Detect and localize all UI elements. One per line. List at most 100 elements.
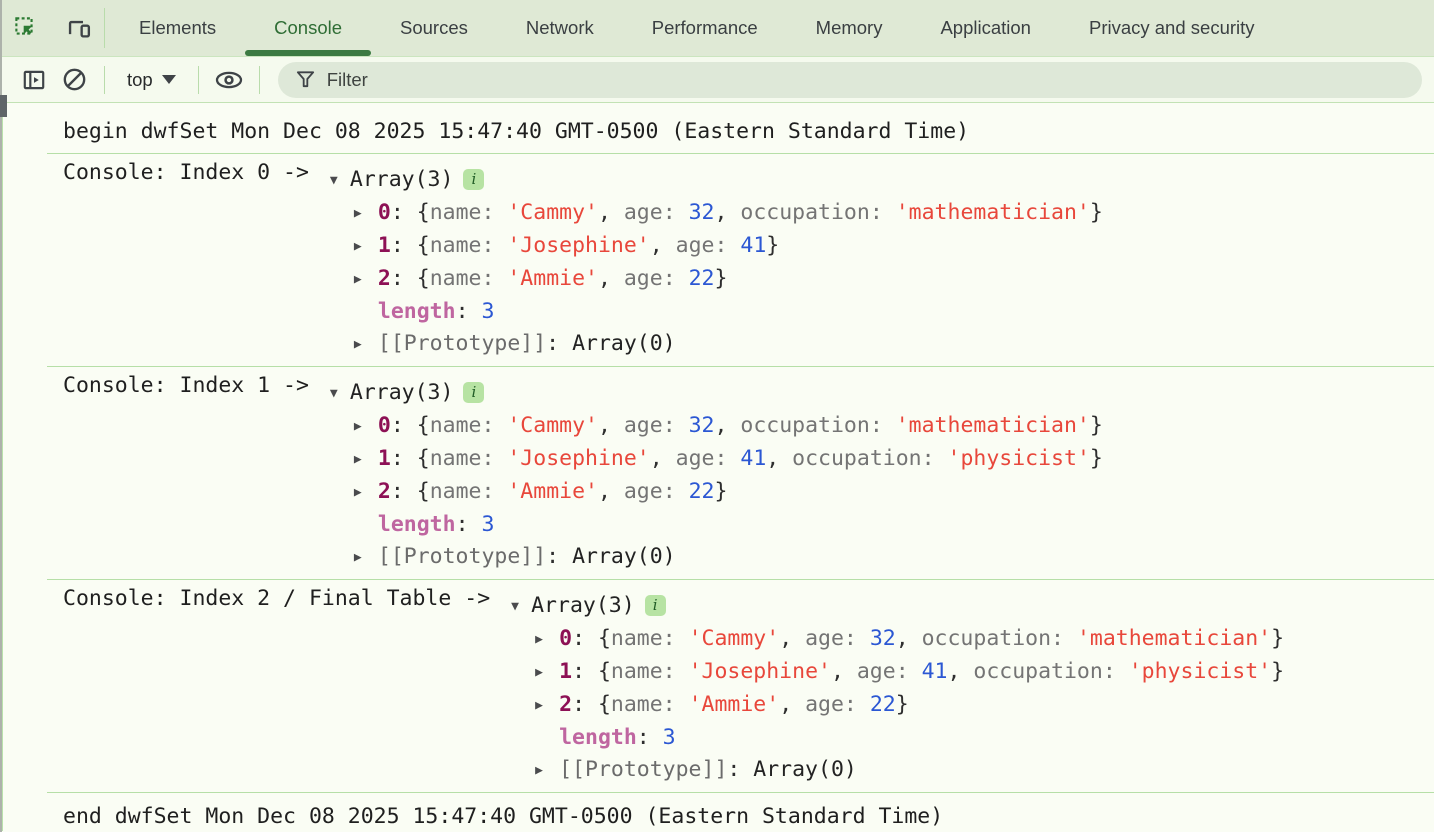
colon: :: [390, 200, 417, 225]
clear-console-button[interactable]: [54, 62, 94, 98]
colon: :: [572, 659, 598, 684]
expand-caret-icon[interactable]: ▶: [353, 452, 362, 467]
property-value: 32: [688, 200, 715, 225]
expand-caret-icon[interactable]: ▶: [353, 419, 362, 434]
separator: [258, 65, 260, 94]
scrollbar-nub[interactable]: [0, 95, 7, 117]
brace: {: [416, 200, 430, 225]
tab-label: Sources: [400, 17, 468, 38]
array-root-line: ▼Array(3)i: [330, 164, 1103, 197]
filter-pill: [277, 61, 1422, 98]
property-value: 32: [688, 413, 715, 438]
array-root-line: ▼Array(3)i: [511, 590, 1284, 623]
property-key: age:: [856, 659, 922, 684]
filter-input[interactable]: [326, 68, 1422, 91]
brace: }: [766, 233, 780, 258]
property-key: name:: [429, 233, 508, 258]
inspect-element-button[interactable]: [0, 0, 52, 56]
array-children: ▶0: {name: 'Cammy', age: 32, occupation:…: [330, 410, 1103, 574]
sidebar-toggle-icon: [23, 70, 45, 89]
brace: }: [714, 479, 728, 504]
toggle-console-sidebar-button[interactable]: [14, 62, 54, 98]
property-key: age:: [623, 266, 689, 291]
tab-network[interactable]: Network: [497, 0, 623, 56]
window-left-edge: [0, 0, 2, 832]
javascript-context-selector[interactable]: top: [115, 69, 188, 91]
array-item-line: ▶0: {name: 'Cammy', age: 32, occupation:…: [354, 197, 1103, 230]
expand-caret-icon[interactable]: ▶: [353, 239, 362, 254]
comma: ,: [597, 413, 624, 438]
property-value: 22: [869, 692, 896, 717]
property-key: occupation:: [740, 200, 896, 225]
tab-sources[interactable]: Sources: [371, 0, 497, 56]
prototype-key: [[Prototype]]: [559, 757, 728, 782]
tab-label: Elements: [139, 17, 217, 38]
array-children: ▶0: {name: 'Cammy', age: 32, occupation:…: [511, 623, 1284, 787]
collapse-caret-icon[interactable]: ▼: [329, 386, 338, 401]
property-value: 'mathematician': [895, 200, 1090, 225]
expand-caret-icon[interactable]: ▶: [535, 763, 543, 778]
tab-application[interactable]: Application: [911, 0, 1060, 56]
colon: :: [572, 692, 598, 717]
array-index: 0: [377, 413, 391, 438]
collapse-caret-icon[interactable]: ▼: [329, 173, 338, 188]
expand-caret-icon[interactable]: ▶: [353, 485, 362, 500]
tab-console[interactable]: Console: [245, 0, 371, 56]
console-message: begin dwfSet Mon Dec 08 2025 15:47:40 GM…: [47, 103, 1434, 153]
expand-caret-icon[interactable]: ▶: [353, 272, 362, 287]
brace: {: [416, 479, 430, 504]
array-index: 1: [377, 446, 391, 471]
expand-caret-icon[interactable]: ▶: [353, 337, 362, 352]
chevron-down-icon: [161, 75, 176, 84]
brace: }: [1271, 626, 1285, 651]
collapse-caret-icon[interactable]: ▼: [511, 599, 519, 614]
tab-performance[interactable]: Performance: [623, 0, 787, 56]
separator: [104, 8, 105, 48]
info-badge[interactable]: i: [463, 381, 485, 403]
array-item-line: ▶2: {name: 'Ammie', age: 22}: [354, 263, 1103, 296]
colon: :: [455, 512, 482, 537]
expand-caret-icon[interactable]: ▶: [353, 550, 362, 565]
tab-label: Performance: [651, 17, 758, 38]
info-badge[interactable]: i: [644, 594, 666, 616]
tab-privacy-and-security[interactable]: Privacy and security: [1060, 0, 1284, 56]
tab-elements[interactable]: Elements: [110, 0, 245, 56]
property-key: name:: [429, 200, 508, 225]
property-value: 'mathematician': [1076, 626, 1272, 651]
tab-memory[interactable]: Memory: [787, 0, 912, 56]
device-toolbar-icon: [68, 20, 90, 38]
prototype-key: [[Prototype]]: [377, 544, 547, 569]
toggle-device-toolbar-button[interactable]: [52, 0, 104, 56]
comma: ,: [895, 626, 922, 651]
expand-caret-icon[interactable]: ▶: [535, 698, 543, 713]
console-log[interactable]: begin dwfSet Mon Dec 08 2025 15:47:40 GM…: [0, 103, 1434, 831]
log-text: begin dwfSet Mon Dec 08 2025 15:47:40 GM…: [63, 119, 970, 144]
expand-caret-icon[interactable]: ▶: [535, 632, 543, 647]
object-tree: ▼Array(3)i▶0: {name: 'Cammy', age: 32, o…: [330, 377, 1103, 574]
console-message: end dwfSet Mon Dec 08 2025 15:47:40 GMT-…: [47, 792, 1434, 831]
property-key: occupation:: [792, 446, 948, 471]
property-key: occupation:: [740, 413, 896, 438]
info-badge[interactable]: i: [463, 168, 485, 190]
property-key: name:: [429, 446, 508, 471]
create-live-expression-button[interactable]: [209, 62, 249, 98]
length-value: 3: [481, 512, 495, 537]
tab-label: Network: [525, 17, 594, 38]
property-value: 41: [921, 659, 948, 684]
prototype-value: Array(0): [753, 757, 857, 782]
length-key: length: [559, 725, 637, 750]
array-item-line: ▶0: {name: 'Cammy', age: 32, occupation:…: [354, 410, 1103, 443]
array-root-line: ▼ Array(3) i: [330, 377, 1103, 410]
array-item-line: ▶2: {name: 'Ammie', age: 22}: [354, 476, 1103, 509]
array-header: Array(3): [349, 380, 454, 405]
colon: :: [390, 413, 417, 438]
prototype-value: Array(0): [572, 331, 676, 356]
colon: :: [390, 479, 417, 504]
context-label: top: [127, 68, 153, 90]
comma: ,: [779, 626, 806, 651]
object-tree: ▼Array(3)i▶0: {name: 'Cammy', age: 32, o…: [330, 164, 1103, 361]
expand-caret-icon[interactable]: ▶: [535, 665, 543, 680]
console-message: Console: Index 1 -> ▼Array(3)i▶0: {name:…: [47, 366, 1434, 579]
property-key: age:: [805, 626, 870, 651]
expand-caret-icon[interactable]: ▶: [353, 206, 362, 221]
